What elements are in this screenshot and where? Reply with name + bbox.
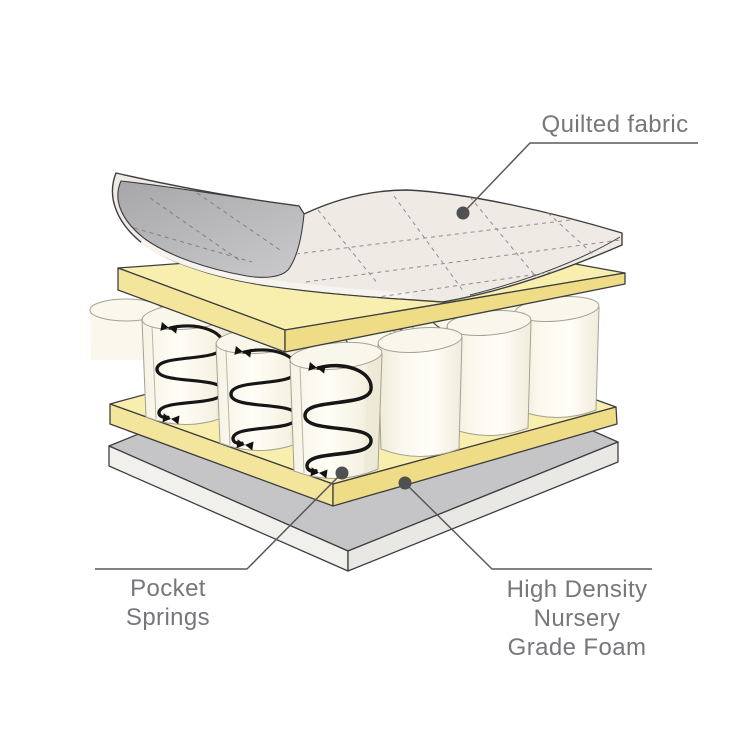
label-foam-line3: Grade Foam: [507, 634, 647, 661]
fabric-underside: [117, 180, 305, 278]
base-slab-front-right-face: [347, 441, 619, 572]
leader-quilted-fabric: [462, 142, 698, 214]
leader-dot-pocket-springs: [335, 466, 349, 480]
fabric-edge-band: [140, 238, 413, 299]
leader-pocket-springs: [95, 472, 343, 570]
label-foam: High Density Nursery Grade Foam: [467, 575, 687, 662]
leader-lines: [95, 142, 698, 570]
upper-foam-front-right-face: [284, 272, 626, 353]
leader-dot-foam: [398, 476, 412, 490]
leader-dots: [335, 206, 470, 490]
label-pocket-springs: Pocket Springs: [68, 574, 268, 632]
label-quilted-fabric-text: Quilted fabric: [541, 111, 689, 138]
label-pocket-springs-line2: Springs: [125, 604, 211, 631]
cutaway-pocket: [289, 341, 383, 479]
leader-dot-quilted-fabric: [456, 206, 470, 220]
leader-foam: [404, 482, 652, 570]
quilted-fabric-sheet: [111, 172, 623, 303]
label-pocket-springs-line1: Pocket: [130, 575, 206, 602]
label-foam-line2: Nursery: [533, 605, 621, 632]
label-foam-line1: High Density: [506, 576, 648, 603]
pocket-cylinder: [377, 326, 463, 457]
pocket-springs-layer: [89, 295, 600, 479]
pocket-cylinder: [446, 309, 532, 436]
label-quilted-fabric: Quilted fabric: [505, 110, 725, 139]
pocket-cylinder: [514, 295, 600, 418]
fabric-front-edge-line: [469, 236, 621, 296]
closed-pocket-cylinders: [377, 295, 600, 457]
